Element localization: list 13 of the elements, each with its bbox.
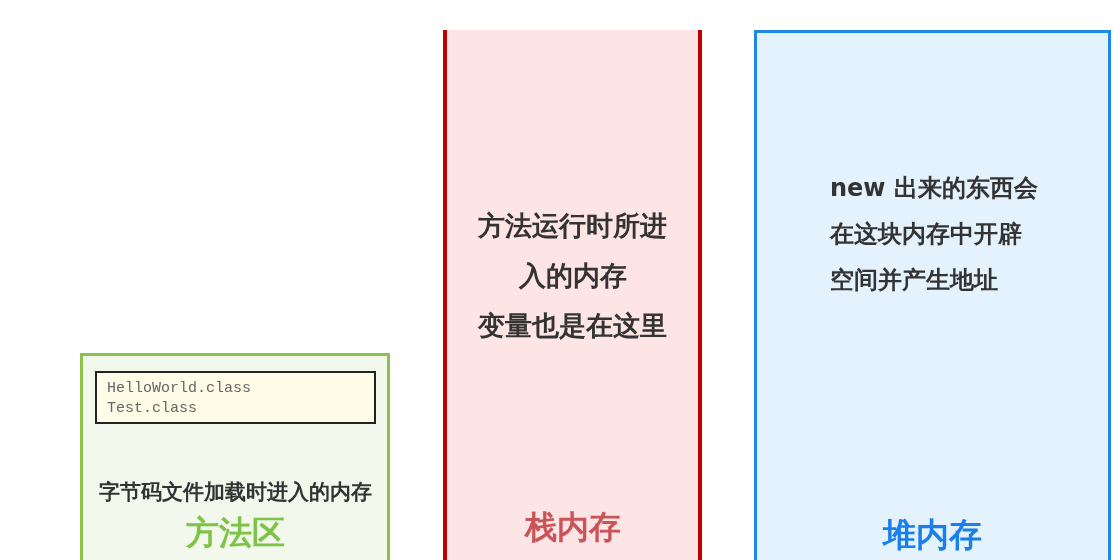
file-name: Test.class <box>107 399 198 419</box>
class-file-box <box>95 371 376 424</box>
description-text: 方法运行时所进入的内存 <box>477 209 668 293</box>
file-name: HelloWorld.class <box>107 379 253 399</box>
panel-title: 堆内存 <box>881 515 983 555</box>
description-text: 变量也是在这里 <box>477 309 668 343</box>
panel-title: 栈内存 <box>523 507 622 547</box>
method-area-panel <box>80 353 390 560</box>
description-text: 字节码文件加载时进入的内存 <box>97 479 373 506</box>
stack-memory-panel <box>443 30 702 560</box>
description-text: new 出来的东西会在这块内存中开辟空间并产生地址 <box>830 173 1039 296</box>
heap-memory-panel <box>754 30 1111 560</box>
panel-title: 方法区 <box>184 513 286 553</box>
